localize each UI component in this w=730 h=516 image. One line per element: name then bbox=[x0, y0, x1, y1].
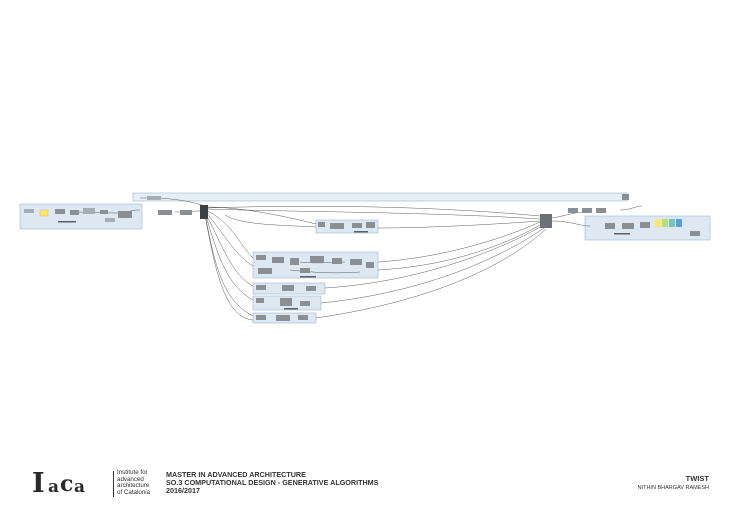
component-node bbox=[605, 223, 615, 229]
component-node bbox=[200, 205, 208, 219]
component-node bbox=[276, 315, 290, 321]
component-node bbox=[622, 223, 634, 229]
institute-line: Institute for bbox=[117, 469, 148, 476]
component-node bbox=[596, 208, 606, 213]
institute-line: architecture bbox=[117, 482, 150, 490]
component-node bbox=[256, 298, 264, 303]
component-node bbox=[310, 256, 324, 263]
component-node bbox=[640, 222, 650, 228]
component-node bbox=[83, 208, 95, 214]
component-node bbox=[158, 210, 172, 215]
component-node bbox=[306, 286, 316, 291]
component-node bbox=[332, 258, 342, 264]
logo-letter: a bbox=[74, 477, 86, 497]
course-program: MASTER IN ADVANCED ARCHITECTURE bbox=[166, 470, 306, 479]
component-node bbox=[70, 210, 79, 215]
label-mark bbox=[300, 276, 316, 278]
component-node bbox=[280, 298, 292, 306]
component-node bbox=[622, 194, 629, 200]
components bbox=[24, 194, 700, 321]
component-node bbox=[39, 209, 49, 217]
component-node bbox=[690, 231, 700, 236]
component-node bbox=[180, 210, 192, 215]
component-node bbox=[258, 268, 272, 274]
component-node bbox=[24, 209, 34, 213]
label-mark bbox=[284, 308, 298, 310]
component-node bbox=[366, 262, 374, 268]
component-node bbox=[298, 315, 308, 320]
component-node bbox=[366, 222, 375, 228]
label-mark bbox=[354, 231, 368, 233]
label-mark bbox=[614, 233, 630, 235]
label-mark bbox=[58, 221, 76, 223]
project-info: TWIST NITHIN BHARGAV RAMESH bbox=[638, 474, 709, 492]
logo-letter: c bbox=[60, 471, 74, 497]
component-node bbox=[300, 301, 310, 306]
course-module: SO.3 COMPUTATIONAL DESIGN - GENERATIVE A… bbox=[166, 478, 379, 488]
component-node bbox=[352, 223, 362, 228]
institute-name: Institute for advanced architecture of C… bbox=[117, 469, 162, 496]
component-node bbox=[350, 259, 362, 265]
component-node bbox=[662, 219, 668, 227]
logo-letter: a bbox=[48, 477, 60, 497]
logo-letter: I bbox=[32, 468, 45, 499]
component-node bbox=[318, 222, 325, 227]
institute-line: of Catalonia bbox=[117, 488, 151, 496]
component-node bbox=[290, 258, 299, 265]
logo-divider bbox=[113, 471, 114, 497]
component-label-marks bbox=[58, 221, 630, 310]
component-node bbox=[568, 208, 578, 213]
component-node bbox=[118, 211, 132, 218]
component-node bbox=[100, 210, 108, 214]
institute-line: advanced bbox=[117, 475, 144, 483]
component-node bbox=[256, 285, 266, 290]
component-node bbox=[147, 196, 161, 200]
component-node bbox=[330, 223, 344, 229]
component-node bbox=[256, 255, 266, 260]
project-title: TWIST bbox=[685, 474, 709, 483]
component-node bbox=[676, 219, 682, 227]
component-node bbox=[540, 214, 552, 228]
component-node bbox=[272, 257, 284, 263]
component-node bbox=[105, 218, 115, 222]
project-author: NITHIN BHARGAV RAMESH bbox=[637, 485, 709, 491]
group-top-bar bbox=[132, 192, 628, 202]
component-node bbox=[669, 219, 675, 227]
component-node bbox=[655, 219, 661, 227]
course-info: MASTER IN ADVANCED ARCHITECTURE SO.3 COM… bbox=[166, 470, 379, 496]
component-node bbox=[582, 208, 592, 213]
component-node bbox=[55, 209, 65, 214]
component-node bbox=[256, 315, 266, 320]
component-node bbox=[282, 285, 294, 291]
component-node bbox=[300, 268, 310, 273]
course-year: 2016/2017 bbox=[166, 486, 200, 496]
